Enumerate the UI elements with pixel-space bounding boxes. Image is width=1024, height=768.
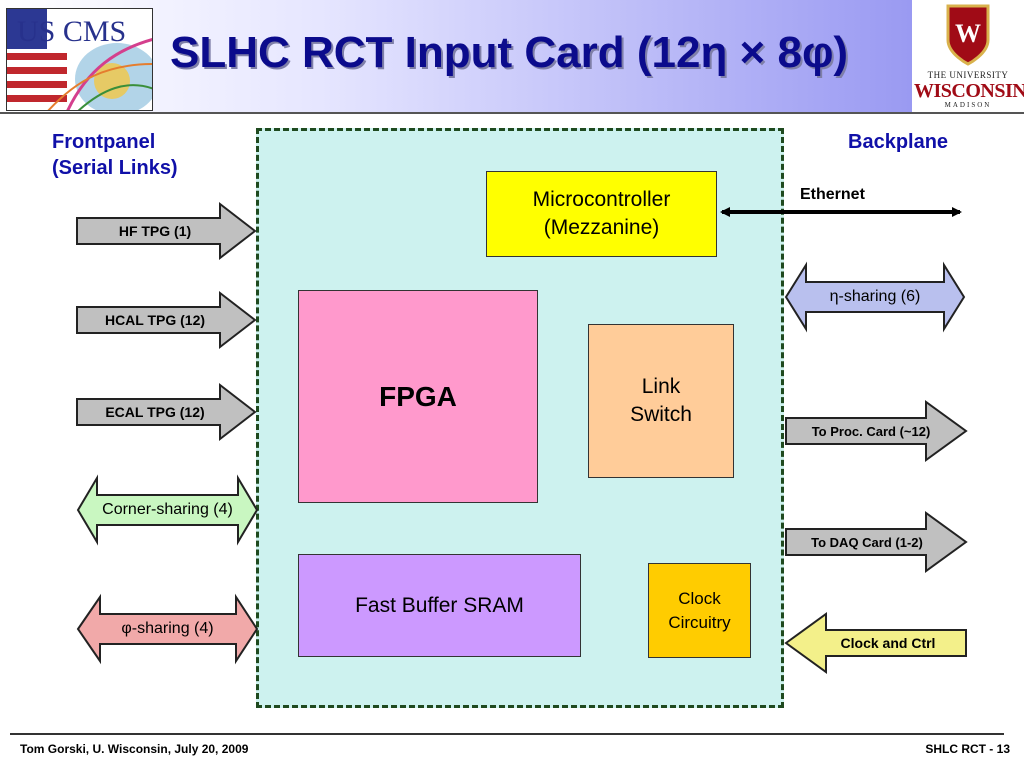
link-switch-label-line2: Switch <box>630 403 692 426</box>
microcontroller-block: Microcontroller (Mezzanine) <box>486 171 717 257</box>
footer-divider <box>10 733 1004 735</box>
hcal-tpg-label: HCAL TPG (12) <box>104 312 206 328</box>
uscms-logo: US CMS <box>6 8 153 111</box>
eta-sharing-label: η-sharing (6) <box>829 288 921 305</box>
clock-label-line1: Clock <box>678 588 721 608</box>
uscms-logo-text: US CMS <box>17 15 127 48</box>
phi-sharing-arrow <box>76 593 259 665</box>
frontpanel-heading-line2: (Serial Links) <box>52 157 178 179</box>
clock-and-ctrl-arrow <box>784 612 967 674</box>
page-title: SLHC RCT Input Card (12η × 8φ) <box>170 28 849 77</box>
backplane-heading: Backplane <box>848 131 949 153</box>
frontpanel-heading-line1: Frontpanel <box>52 131 156 153</box>
to-proc-card-arrow <box>785 400 968 462</box>
uw-crest-icon: W <box>946 4 990 66</box>
fpga-block: FPGA <box>298 290 538 503</box>
fpga-label: FPGA <box>379 380 457 412</box>
eta-sharing-arrow <box>784 261 966 333</box>
to-daq-card-arrow <box>785 511 968 573</box>
uw-logo-line1: THE UNIVERSITY <box>927 70 1009 80</box>
clock-circuitry-block: Clock Circuitry <box>648 563 751 658</box>
hf-tpg-label: HF TPG (1) <box>118 223 192 239</box>
clock-and-ctrl-label: Clock and Ctrl <box>840 635 936 651</box>
frontpanel-heading: Frontpanel (Serial Links) <box>52 129 178 181</box>
uw-logo-line2: WISCONSIN <box>914 80 1024 102</box>
microcontroller-label-line1: Microcontroller <box>532 188 671 211</box>
corner-sharing-arrow <box>76 474 259 546</box>
ecal-tpg-label: ECAL TPG (12) <box>105 404 205 420</box>
sram-block: Fast Buffer SRAM <box>298 554 581 657</box>
corner-sharing-label: Corner-sharing (4) <box>102 501 233 518</box>
link-switch-label-line1: Link <box>641 375 681 398</box>
sram-label: Fast Buffer SRAM <box>355 593 524 617</box>
uw-logo-line3: MADISON <box>944 101 992 109</box>
to-proc-card-label: To Proc. Card (~12) <box>811 423 931 439</box>
ethernet-label: Ethernet <box>800 186 865 203</box>
footer-author: Tom Gorski, U. Wisconsin, July 20, 2009 <box>20 742 249 756</box>
clock-label-line2: Circuitry <box>668 612 731 632</box>
hf-tpg-arrow <box>76 201 257 261</box>
ecal-tpg-arrow <box>76 382 257 442</box>
svg-text:W: W <box>955 19 981 48</box>
link-switch-block: Link Switch <box>588 324 734 478</box>
microcontroller-label-line2: (Mezzanine) <box>543 216 660 239</box>
header-divider <box>0 112 1024 114</box>
uscms-flag-graphic <box>7 9 152 110</box>
uw-madison-logo: W THE UNIVERSITY WISCONSIN MADISON <box>914 2 1024 110</box>
footer-page-number: SHLC RCT - 13 <box>925 742 1010 756</box>
hcal-tpg-arrow <box>76 290 257 350</box>
to-daq-card-label: To DAQ Card (1-2) <box>811 534 923 550</box>
phi-sharing-label: φ-sharing (4) <box>121 620 214 637</box>
